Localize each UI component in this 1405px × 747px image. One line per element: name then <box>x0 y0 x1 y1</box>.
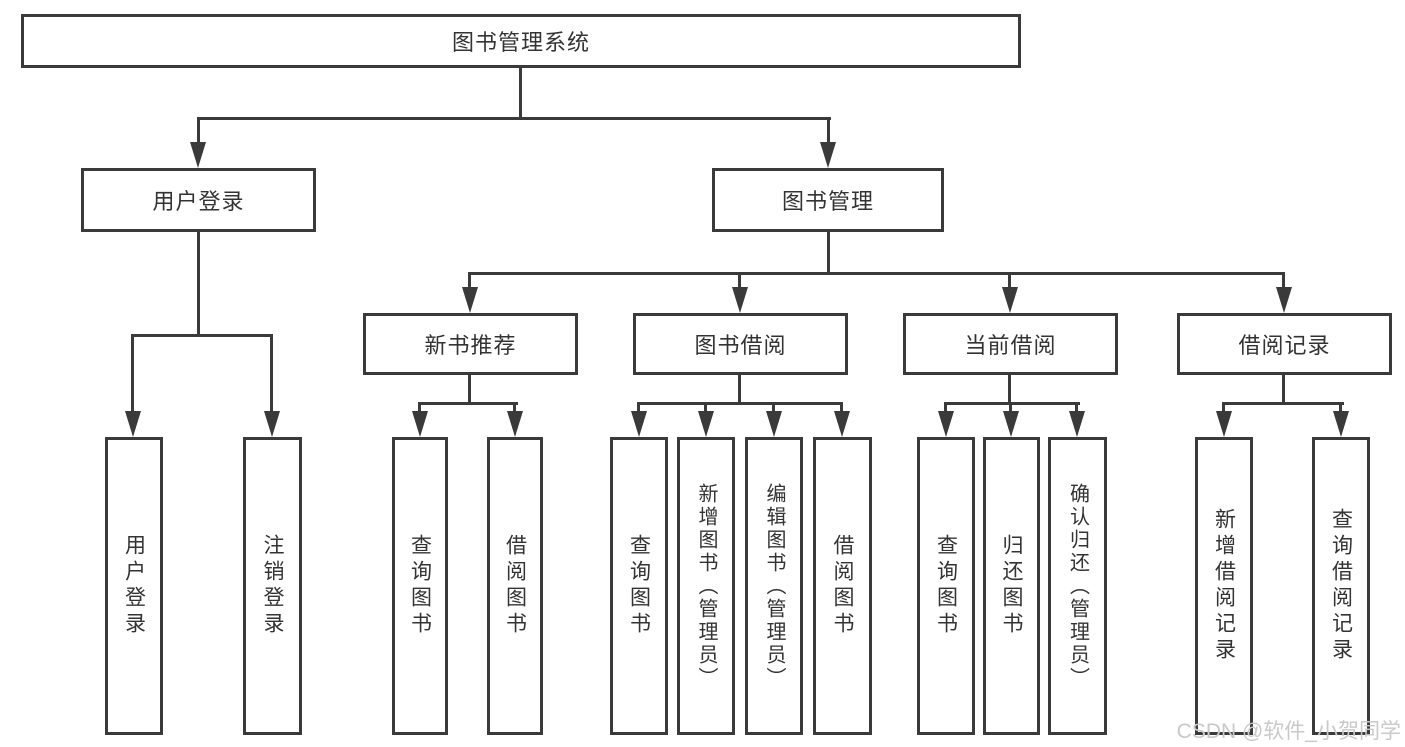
node-label: 确认归还（管理员） <box>1066 482 1089 690</box>
node-label: 图书管理 <box>781 189 874 214</box>
arrowhead-down-icon <box>631 411 647 437</box>
csdn-watermark: CSDN @软件_小贺同学 <box>1176 720 1401 743</box>
connector-line <box>513 402 516 413</box>
node-borrowing-records: 借阅记录 <box>1177 313 1392 375</box>
arrowhead-down-icon <box>766 411 782 437</box>
arrowhead-down-icon <box>834 411 850 437</box>
connector-line <box>519 67 522 118</box>
arrowhead-down-icon <box>264 411 280 437</box>
leaf-confirm-return-admin: 确认归还（管理员） <box>1048 437 1107 735</box>
node-label: 借阅图书 <box>831 534 854 638</box>
leaf-query-borrow-record: 查询借阅记录 <box>1312 437 1370 735</box>
node-label: 当前借阅 <box>964 333 1057 358</box>
leaf-user-login: 用户登录 <box>105 437 163 735</box>
connector-line <box>131 334 134 413</box>
connector-line <box>1282 272 1285 289</box>
node-library-system: 图书管理系统 <box>21 14 1021 68</box>
node-label: 用户登录 <box>152 189 245 214</box>
connector-line <box>418 402 518 405</box>
arrowhead-down-icon <box>698 411 714 437</box>
connector-line <box>738 272 741 289</box>
connector-line <box>1008 272 1011 289</box>
connector-line <box>468 272 1285 275</box>
node-label: 查询图书 <box>627 534 651 638</box>
node-label: 编辑图书（管理员） <box>763 482 785 690</box>
node-label: 用户登录 <box>122 534 146 638</box>
arrowhead-down-icon <box>1002 287 1018 313</box>
connector-line <box>197 117 831 120</box>
node-label: 借阅图书 <box>503 534 527 638</box>
node-label: 新书推荐 <box>424 333 517 358</box>
node-label: 查询图书 <box>408 534 432 638</box>
leaf-query-books-recommend: 查询图书 <box>392 437 448 735</box>
connector-line <box>468 272 471 289</box>
node-label: 查询借阅记录 <box>1329 508 1353 664</box>
leaf-query-books-current: 查询图书 <box>917 437 975 735</box>
node-label: 新增借阅记录 <box>1212 508 1236 664</box>
node-label: 注销登录 <box>261 534 284 638</box>
connector-line <box>840 402 843 413</box>
connector-line <box>197 232 200 335</box>
connector-line <box>637 402 640 413</box>
node-user-login: 用户登录 <box>81 168 316 232</box>
arrowhead-down-icon <box>1069 411 1085 437</box>
node-label: 归还图书 <box>1000 534 1023 638</box>
leaf-borrow-books-recommend: 借阅图书 <box>487 437 543 735</box>
arrowhead-down-icon <box>732 287 748 313</box>
node-current-borrowing: 当前借阅 <box>903 313 1118 375</box>
arrowhead-down-icon <box>507 411 523 437</box>
node-label: 图书借阅 <box>694 333 787 358</box>
arrowhead-down-icon <box>190 142 206 168</box>
leaf-add-borrow-record: 新增借阅记录 <box>1195 437 1253 735</box>
leaf-query-books-borrowing: 查询图书 <box>610 437 668 735</box>
node-book-borrowing: 图书借阅 <box>633 313 848 375</box>
connector-line <box>772 402 775 413</box>
connector-line <box>944 402 1080 405</box>
node-label: 新增图书（管理员） <box>695 482 717 690</box>
connector-line <box>704 402 707 413</box>
connector-line <box>944 402 947 413</box>
leaf-return-books: 归还图书 <box>983 437 1040 735</box>
arrowhead-down-icon <box>412 411 428 437</box>
connector-line <box>468 375 471 404</box>
node-label: 查询图书 <box>934 534 958 638</box>
connector-line <box>1339 402 1342 413</box>
arrowhead-down-icon <box>1216 411 1232 437</box>
connector-line <box>270 334 273 413</box>
connector-line <box>827 232 830 274</box>
connector-line <box>1008 375 1011 404</box>
connector-line <box>418 402 421 413</box>
connector-line <box>1222 402 1344 405</box>
arrowhead-down-icon <box>125 411 141 437</box>
arrowhead-down-icon <box>1276 287 1292 313</box>
arrowhead-down-icon <box>1333 411 1349 437</box>
node-label: 借阅记录 <box>1238 333 1331 358</box>
arrowhead-down-icon <box>820 142 836 168</box>
connector-line <box>738 375 741 404</box>
connector-line <box>1075 402 1078 413</box>
connector-line <box>1222 402 1225 413</box>
leaf-logout-login: 注销登录 <box>243 437 302 735</box>
node-new-book-recommend: 新书推荐 <box>363 313 578 375</box>
connector-line <box>637 402 843 405</box>
node-label: 图书管理系统 <box>451 30 590 55</box>
connector-line <box>827 117 830 144</box>
arrowhead-down-icon <box>1003 411 1019 437</box>
connector-line <box>197 117 200 144</box>
leaf-borrow-books-borrowing: 借阅图书 <box>813 437 872 735</box>
leaf-edit-books-admin: 编辑图书（管理员） <box>745 437 803 735</box>
leaf-add-books-admin: 新增图书（管理员） <box>677 437 735 735</box>
arrowhead-down-icon <box>462 287 478 313</box>
connector-line <box>1282 375 1285 404</box>
arrowhead-down-icon <box>938 411 954 437</box>
connector-line <box>1009 402 1012 413</box>
node-book-management: 图书管理 <box>712 168 944 232</box>
connector-line <box>131 334 273 337</box>
